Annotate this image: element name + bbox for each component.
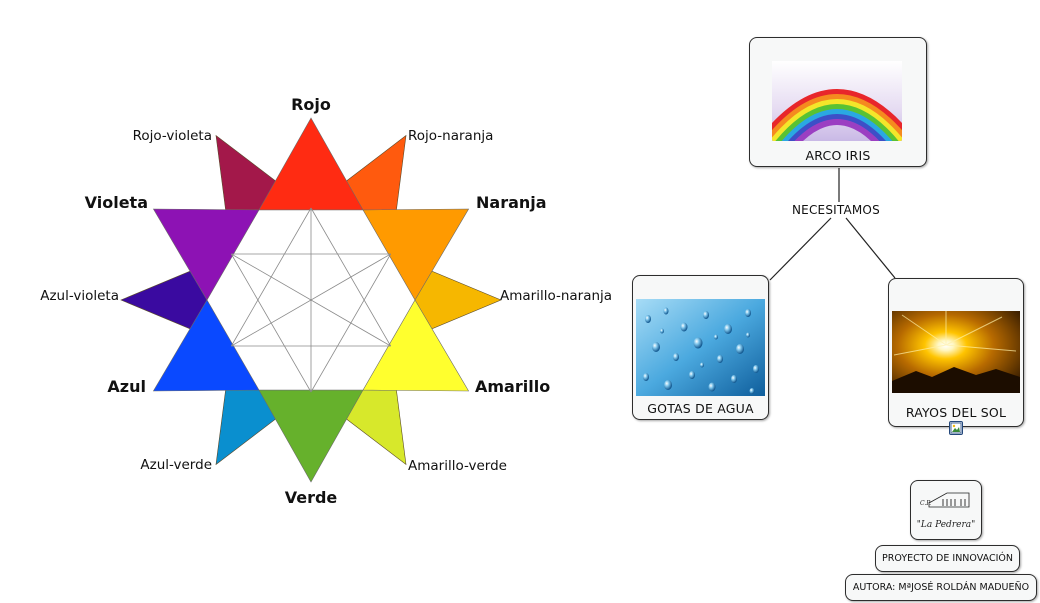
connector-phrase-rayos [846,218,895,278]
rainbow-picture [772,61,902,141]
school-logo[interactable]: C.P. "La Pedrera" [910,480,982,540]
concept-gotas-de-agua[interactable]: GOTAS DE AGUA [632,275,769,420]
image-resource-icon[interactable] [949,421,963,435]
svg-text:"La Pedrera": "La Pedrera" [917,520,976,530]
water-drops-picture [636,299,765,396]
author-credit[interactable]: AUTORA: MªJOSÉ ROLDÁN MADUEÑO [845,574,1037,601]
connector-phrase-gotas [770,218,831,280]
linking-phrase[interactable]: NECESITAMOS [792,203,880,217]
concept-arco-iris[interactable]: ARCO IRIS [749,37,927,167]
concept-label: RAYOS DEL SOL [889,405,1023,420]
concept-label: GOTAS DE AGUA [633,401,768,416]
concept-label: ARCO IRIS [750,148,926,163]
concept-rayos-del-sol[interactable]: RAYOS DEL SOL [888,278,1024,427]
sunlight-picture [892,311,1020,393]
svg-text:C.P.: C.P. [920,500,931,507]
project-title[interactable]: PROYECTO DE INNOVACIÓN [875,545,1020,572]
